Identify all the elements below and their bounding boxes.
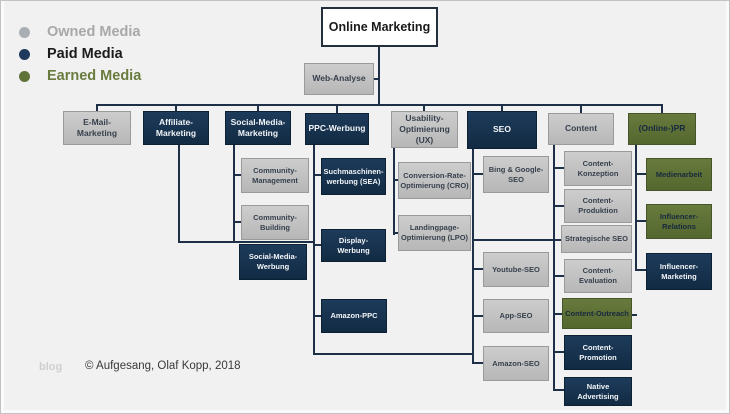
node-seo: SEO <box>467 111 537 149</box>
node-content-evaluation: Content-Evaluation <box>564 259 632 293</box>
legend-item-paid-media: Paid Media <box>19 46 123 62</box>
connector-tick-content-produktion <box>553 205 566 207</box>
connector-content-vertical <box>553 145 555 391</box>
connector-drop-social <box>257 104 259 113</box>
node-online-marketing: Online Marketing <box>321 7 438 47</box>
owned-media-dot-icon <box>19 26 30 38</box>
connector-web-analyse-tick <box>373 78 379 80</box>
connector-drop-content <box>580 104 582 115</box>
connector-tick-app-seo <box>472 315 485 317</box>
connector-trunk <box>378 47 380 105</box>
connector-strategische-seo-cross-line <box>472 239 562 241</box>
node-amazon-seo: Amazon-SEO <box>483 346 549 381</box>
copyright-text: © Aufgesang, Olaf Kopp, 2018 <box>85 360 241 372</box>
node-landingpage-optimierung: Landingpage-Optimierung (LPO) <box>398 215 471 251</box>
connector-outreach-pr-link <box>630 314 637 316</box>
connector-tick-content-konzeption <box>553 167 566 169</box>
node-social-media-werbung: Social-Media-Werbung <box>239 244 307 280</box>
connector-amazon-cross-line <box>313 353 474 355</box>
node-affiliate-marketing: Affiliate-Marketing <box>143 111 209 145</box>
node-influencer-relations: Influencer-Relations <box>646 204 712 239</box>
connector-drop-seo <box>501 104 503 113</box>
node-content: Content <box>548 113 614 145</box>
node-community-building: Community-Building <box>241 205 309 240</box>
connector-tick-display-werbung <box>313 244 323 246</box>
node-web-analyse: Web-Analyse <box>304 63 374 95</box>
connector-drop-email <box>96 104 98 113</box>
connector-drop-ppc <box>336 104 338 115</box>
connector-tick-bing-google <box>472 173 485 175</box>
node-display-werbung: Display-Werbung <box>321 229 386 262</box>
connector-paid-cross-line <box>178 241 315 243</box>
node-strategische-seo: Strategische SEO <box>561 225 632 253</box>
connector-tick-content-evaluation <box>553 275 566 277</box>
connector-tick-community-building <box>235 221 243 223</box>
connector-ux-vertical <box>393 148 395 235</box>
connector-social-vertical <box>233 145 235 243</box>
node-content-produktion: Content-Produktion <box>564 189 632 223</box>
node-ppc-werbung: PPC-Werbung <box>305 113 369 145</box>
node-influencer-marketing: Influencer-Marketing <box>646 253 712 290</box>
node-suchmaschinenwerbung-sea: Suchmaschinen-werbung (SEA) <box>321 158 386 195</box>
node-content-outreach: Content-Outreach <box>562 298 632 329</box>
blog-watermark: blog <box>39 361 63 373</box>
connector-tick-amazon-seo <box>472 362 485 364</box>
connector-tick-community-management <box>235 174 243 176</box>
node-community-management: Community-Management <box>241 158 309 193</box>
node-content-promotion: Content-Promotion <box>564 335 632 370</box>
paid-media-dot-icon <box>19 48 30 60</box>
node-conversion-rate-optimierung: Conversion-Rate-Optimierung (CRO) <box>398 162 471 199</box>
connector-tick-youtube <box>472 268 485 270</box>
connector-tick-amazon-ppc <box>313 315 323 317</box>
connector-tick-native-advertising <box>553 389 566 391</box>
connector-drop-affiliate <box>175 104 177 113</box>
connector-bus <box>96 104 663 106</box>
connector-drop-pr <box>661 104 663 115</box>
legend-item-owned-media: Owned Media <box>19 24 140 40</box>
connector-pr-vertical <box>635 145 637 271</box>
node-usability-optimierung: Usability-Optimierung (UX) <box>391 111 458 148</box>
node-app-seo: App-SEO <box>483 299 549 333</box>
connector-tick-influencer-marketing <box>635 269 648 271</box>
legend-label: Paid Media <box>47 46 123 62</box>
connector-tick-lpo <box>393 232 400 234</box>
node-social-media-marketing: Social-Media-Marketing <box>225 111 291 145</box>
connector-tick-medienarbeit <box>635 173 648 175</box>
node-content-konzeption: Content-Konzeption <box>564 151 632 186</box>
connector-ppc-vertical <box>313 145 315 355</box>
legend-label: Owned Media <box>47 24 141 40</box>
connector-tick-influencer-relations <box>635 220 648 222</box>
node-bing-google-seo: Bing & Google-SEO <box>483 156 549 193</box>
connector-tick-content-promotion <box>553 351 566 353</box>
node-native-advertising: Native Advertising <box>564 377 632 406</box>
legend-label: Earned Media <box>47 68 142 84</box>
node-youtube-seo: Youtube-SEO <box>483 252 549 287</box>
connector-seo-vertical <box>472 149 474 363</box>
connector-drop-ux <box>423 104 425 113</box>
node-email-marketing: E-Mail-Marketing <box>63 111 131 145</box>
node-online-pr: (Online-)PR <box>628 113 696 145</box>
connector-tick-sea <box>313 174 323 176</box>
node-medienarbeit: Medienarbeit <box>646 158 712 191</box>
connector-tick-cro <box>393 179 400 181</box>
node-amazon-ppc: Amazon-PPC <box>321 299 387 333</box>
connector-tick-content-outreach <box>553 313 566 315</box>
connector-affiliate-vertical <box>178 145 180 243</box>
earned-media-dot-icon <box>19 70 30 82</box>
legend-item-earned-media: Earned Media <box>19 68 141 84</box>
